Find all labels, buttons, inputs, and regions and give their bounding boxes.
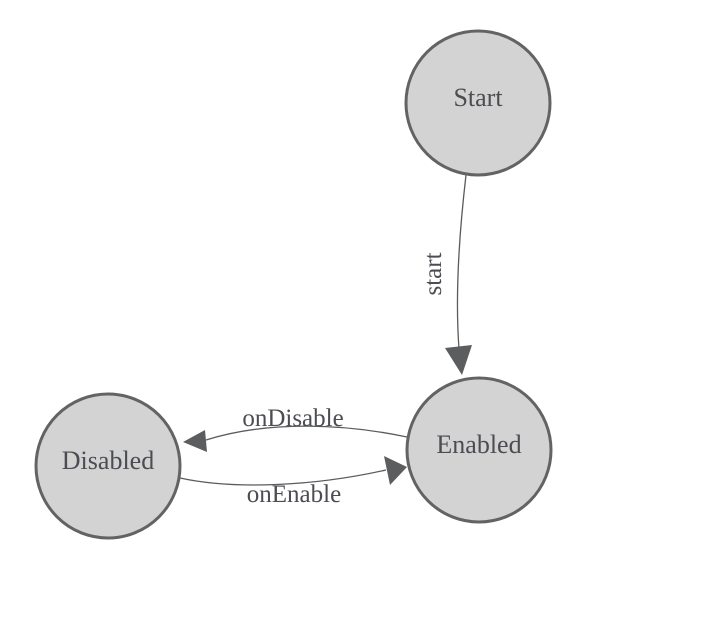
state-node-enabled: Enabled: [405, 376, 553, 524]
state-node-start-label: Start: [453, 83, 503, 112]
state-node-disabled-label: Disabled: [62, 446, 154, 475]
edge-label-onenable: onEnable: [247, 481, 341, 508]
transition-enabled-to-disabled: onDisable: [183, 405, 408, 452]
state-node-enabled-label: Enabled: [436, 430, 521, 459]
state-node-disabled: Disabled: [34, 392, 182, 540]
transition-disabled-to-enabled-line: [179, 469, 387, 486]
transition-start-to-enabled: start: [420, 174, 472, 375]
transition-disabled-to-enabled: onEnable: [179, 456, 407, 508]
edge-label-start: start: [420, 252, 447, 295]
state-node-enabled-border: [405, 376, 553, 524]
transition-enabled-to-disabled-line: [205, 425, 408, 441]
state-node-start-circle: [406, 31, 550, 175]
arrowhead-start-to-enabled-icon: [445, 345, 472, 375]
state-node-disabled-border: [34, 392, 182, 540]
edge-label-ondisable: onDisable: [242, 405, 343, 432]
state-node-disabled-circle: [36, 394, 180, 538]
arrowhead-enabled-to-disabled-icon: [183, 430, 207, 452]
state-node-start: Start: [404, 29, 552, 177]
state-node-start-border: [404, 29, 552, 177]
state-node-enabled-circle: [407, 378, 551, 522]
arrowhead-disabled-to-enabled-icon: [384, 456, 407, 485]
transition-start-to-enabled-line: [456, 174, 467, 350]
